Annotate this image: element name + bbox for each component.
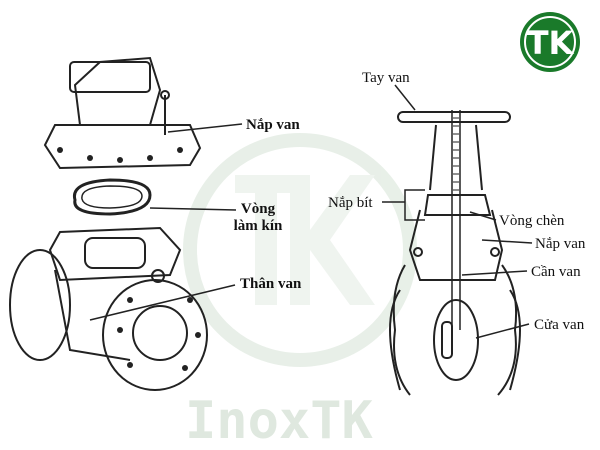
label-cua-van: Cửa van [534,317,585,333]
watermark-logo [183,133,417,367]
label-nap-bit: Nắp bít [328,195,373,211]
gasket-drawing [72,178,152,216]
watermark-text: InoxTK [185,391,374,450]
bonnet-drawing [43,56,202,170]
label-than-van: Thân van [240,276,302,292]
logo-text: TK [527,24,575,62]
label-tay-van: Tay van [362,70,410,86]
label-nap-van-right: Nắp van [535,236,586,252]
tk-logo: TK [520,12,580,72]
label-can-van: Cần van [531,264,581,280]
left-leader-lines [89,123,243,321]
label-vong-lam-kin-line2: làm kín [234,218,283,234]
label-nap-van-left: Nắp van [246,117,300,133]
right-leader-lines [382,84,533,339]
assembled-valve-drawing [389,110,521,396]
label-vong-lam-kin-line1: Vòng [241,201,276,217]
label-vong-chen: Vòng chèn [499,213,565,229]
valve-body-drawing [9,226,208,391]
